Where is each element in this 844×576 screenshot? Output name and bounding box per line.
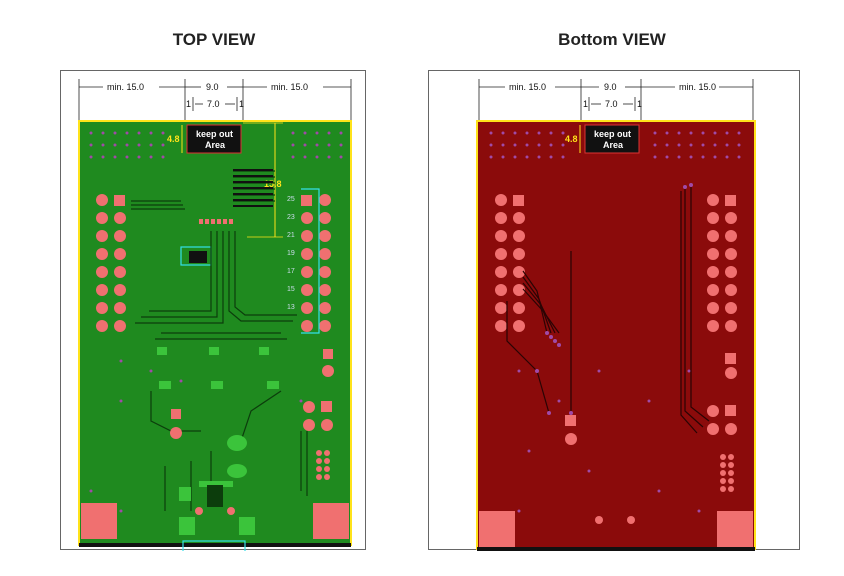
top-dim-margin-left: 1	[186, 99, 191, 109]
bottom-dimension-lines	[478, 79, 754, 121]
top-jumper-block	[316, 450, 330, 480]
top-dimension-lines	[78, 79, 352, 121]
bottom-dim-left-min: min. 15.0	[509, 82, 546, 92]
top-view-drawing: min. 15.0 9.0 min. 15.0 1 7.0 1 keep out…	[78, 79, 352, 551]
top-corner-pad-right	[313, 503, 349, 539]
top-board-edge	[79, 543, 351, 547]
top-pin-label-21: 21	[287, 232, 295, 239]
bottom-dim-right-min: min. 15.0	[679, 82, 716, 92]
top-left-header	[96, 194, 126, 332]
bottom-keepout-area	[584, 124, 640, 154]
top-dim-inner: 7.0	[207, 99, 220, 109]
bottom-misc-pads	[565, 353, 737, 524]
top-pin-label-23: 23	[287, 214, 295, 221]
bottom-corner-pad-right	[717, 511, 753, 547]
bottom-board-edge	[477, 547, 755, 551]
top-right-header	[301, 194, 331, 332]
top-keepout-line1: keep out	[196, 129, 233, 139]
top-corner-pad-left	[81, 503, 117, 539]
bottom-view-drawing: min. 15.0 9.0 min. 15.0 1 7.0 1 keep out…	[476, 79, 756, 551]
top-pin-label-17: 17	[287, 268, 295, 275]
top-misc-pads	[170, 349, 334, 515]
top-dim-center: 9.0	[206, 82, 219, 92]
bottom-keepout-height: 4.8	[565, 134, 578, 144]
top-trace-height: 15.8	[264, 179, 282, 189]
bottom-view-title: Bottom VIEW	[558, 30, 666, 49]
bottom-dim-inner: 7.0	[605, 99, 618, 109]
top-ic-footprint	[199, 219, 233, 224]
bottom-dim-center: 9.0	[604, 82, 617, 92]
top-dim-margin-right: 1	[239, 99, 244, 109]
top-pin-label-15: 15	[287, 286, 295, 293]
bottom-right-header	[707, 194, 737, 332]
bottom-traces	[506, 187, 710, 434]
top-dim-left-min: min. 15.0	[107, 82, 144, 92]
bottom-corner-pad-left	[479, 511, 515, 547]
bottom-left-header	[495, 194, 525, 332]
bottom-jumper-block	[720, 454, 734, 492]
bottom-dim-margin-left: 1	[583, 99, 588, 109]
bottom-board	[476, 120, 756, 550]
top-pin-label-25: 25	[287, 196, 295, 203]
bottom-via-cluster	[535, 183, 693, 415]
top-keepout-height: 4.8	[167, 134, 180, 144]
bottom-view-frame: min. 15.0 9.0 min. 15.0 1 7.0 1 keep out…	[428, 70, 800, 551]
top-dim-right-min: min. 15.0	[271, 82, 308, 92]
bottom-dim-margin-right: 1	[637, 99, 642, 109]
top-keepout-area	[186, 124, 242, 154]
bottom-keepout-line1: keep out	[594, 129, 631, 139]
top-view-frame: min. 15.0 9.0 min. 15.0 1 7.0 1 keep out…	[60, 70, 366, 551]
top-ic-small	[189, 251, 207, 263]
bottom-keepout-line2: Area	[603, 140, 624, 150]
top-connector-pins	[233, 169, 273, 207]
top-keepout-line2: Area	[205, 140, 226, 150]
top-pin-label-13: 13	[287, 304, 295, 311]
top-view-title: TOP VIEW	[172, 30, 256, 49]
bottom-via-field	[489, 131, 741, 513]
top-pin-label-19: 19	[287, 250, 295, 257]
